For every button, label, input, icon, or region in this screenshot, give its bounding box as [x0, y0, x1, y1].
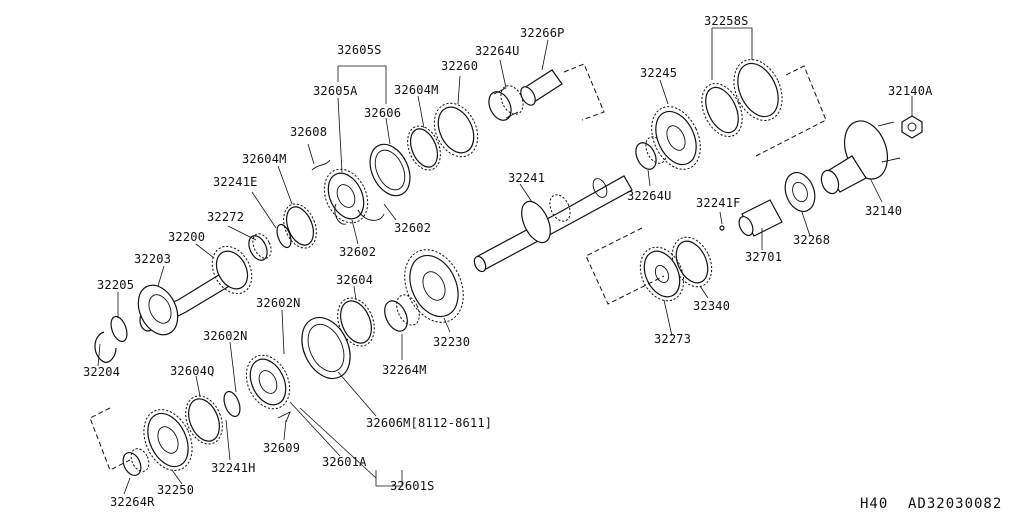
- dash-guide-lower-left: [89, 407, 131, 471]
- label-32605S: 32605S: [337, 43, 382, 57]
- label-32266P: 32266P: [520, 26, 565, 40]
- label-32200: 32200: [168, 230, 206, 244]
- label-32604: 32604: [336, 273, 374, 287]
- label-32602-a: 32602: [394, 221, 432, 235]
- label-32264U-top: 32264U: [475, 44, 520, 58]
- label-32268: 32268: [793, 233, 831, 247]
- label-32606M: 32606M[8112-8611]: [366, 416, 493, 430]
- spring-32608: [311, 159, 331, 171]
- label-32601S: 32601S: [390, 479, 435, 493]
- label-32609: 32609: [263, 441, 301, 455]
- label-32606: 32606: [364, 106, 402, 120]
- ball-32241F: [719, 225, 725, 231]
- label-32272: 32272: [207, 210, 245, 224]
- label-32264R: 32264R: [110, 495, 155, 509]
- label-32250: 32250: [157, 483, 195, 497]
- label-32140: 32140: [865, 204, 903, 218]
- needle-bearing-32264M: [384, 294, 420, 332]
- label-32608: 32608: [290, 125, 328, 139]
- label-32241: 32241: [508, 171, 546, 185]
- nut-32140A: [901, 115, 923, 139]
- label-32273: 32273: [654, 332, 692, 346]
- label-32605A: 32605A: [313, 84, 358, 98]
- baulk-ring-32604M-top: [407, 125, 441, 171]
- label-32258S: 32258S: [704, 14, 749, 28]
- label-32601A: 32601A: [322, 455, 367, 469]
- label-32205: 32205: [97, 278, 135, 292]
- sleeve-32606: [369, 143, 411, 197]
- label-32241F: 32241F: [696, 196, 741, 210]
- page-code: H40: [860, 496, 889, 512]
- label-32602N-a: 32602N: [256, 296, 301, 310]
- label-32602-b: 32602: [339, 245, 377, 259]
- insert-32609: [277, 411, 291, 423]
- label-32245: 32245: [640, 66, 678, 80]
- label-32604M-mid: 32604M: [242, 152, 287, 166]
- bearing-32203: [137, 284, 179, 336]
- ring-32241H: [223, 390, 241, 418]
- label-32264U-right: 32264U: [627, 189, 672, 203]
- main-shaft-32241: [473, 175, 633, 273]
- label-32203: 32203: [134, 252, 172, 266]
- gear-32273: [639, 246, 685, 302]
- label-32604M-top: 32604M: [394, 83, 439, 97]
- snap-ring-32205: [110, 315, 128, 343]
- synchro-hub-32605A: [323, 168, 369, 224]
- dash-guide-right-lower: [585, 227, 665, 305]
- bushing-32266P: [520, 69, 563, 106]
- gear-32260: [433, 102, 479, 158]
- label-32701: 32701: [745, 250, 783, 264]
- gear-32230: [404, 249, 464, 323]
- label-32230: 32230: [433, 335, 471, 349]
- dash-guide-right-top: [755, 65, 827, 157]
- flange-32140: [820, 120, 901, 195]
- label-32604Q: 32604Q: [170, 364, 215, 378]
- spread-spring-32602: [334, 203, 385, 225]
- snap-ring-32204: [94, 331, 117, 363]
- bearing-32268: [784, 172, 816, 212]
- speedo-gear-32701: [738, 199, 783, 237]
- gear-32245: [651, 106, 701, 170]
- baulk-ring-32604: [337, 297, 375, 347]
- gear-32250: [143, 409, 193, 471]
- needle-bearing-32272: [248, 233, 272, 261]
- label-32241E: 32241E: [213, 175, 258, 189]
- baulk-ring-32604M-mid: [283, 203, 317, 249]
- dash-guide-top: [563, 63, 605, 121]
- leader-lines: [97, 27, 913, 495]
- needle-bearing-32264U-top: [488, 85, 524, 121]
- label-32140A: 32140A: [888, 84, 933, 98]
- label-32340: 32340: [693, 299, 731, 313]
- needle-bearing-32264U-right: [635, 136, 667, 170]
- drawing-code: AD32030082: [908, 496, 1003, 512]
- label-32204: 32204: [83, 365, 121, 379]
- baulk-ring-32604Q: [185, 395, 223, 445]
- synchro-assembly-32258S: [701, 59, 783, 137]
- sleeve-32606M: [301, 316, 351, 380]
- synchro-hub-32601A: [245, 354, 291, 410]
- label-32260: 32260: [441, 59, 479, 73]
- ring-32241E: [276, 223, 292, 249]
- label-32264M: 32264M: [382, 363, 427, 377]
- needle-bearing-32264R: [122, 448, 150, 476]
- label-32602N-b: 32602N: [203, 329, 248, 343]
- label-32241H: 32241H: [211, 461, 256, 475]
